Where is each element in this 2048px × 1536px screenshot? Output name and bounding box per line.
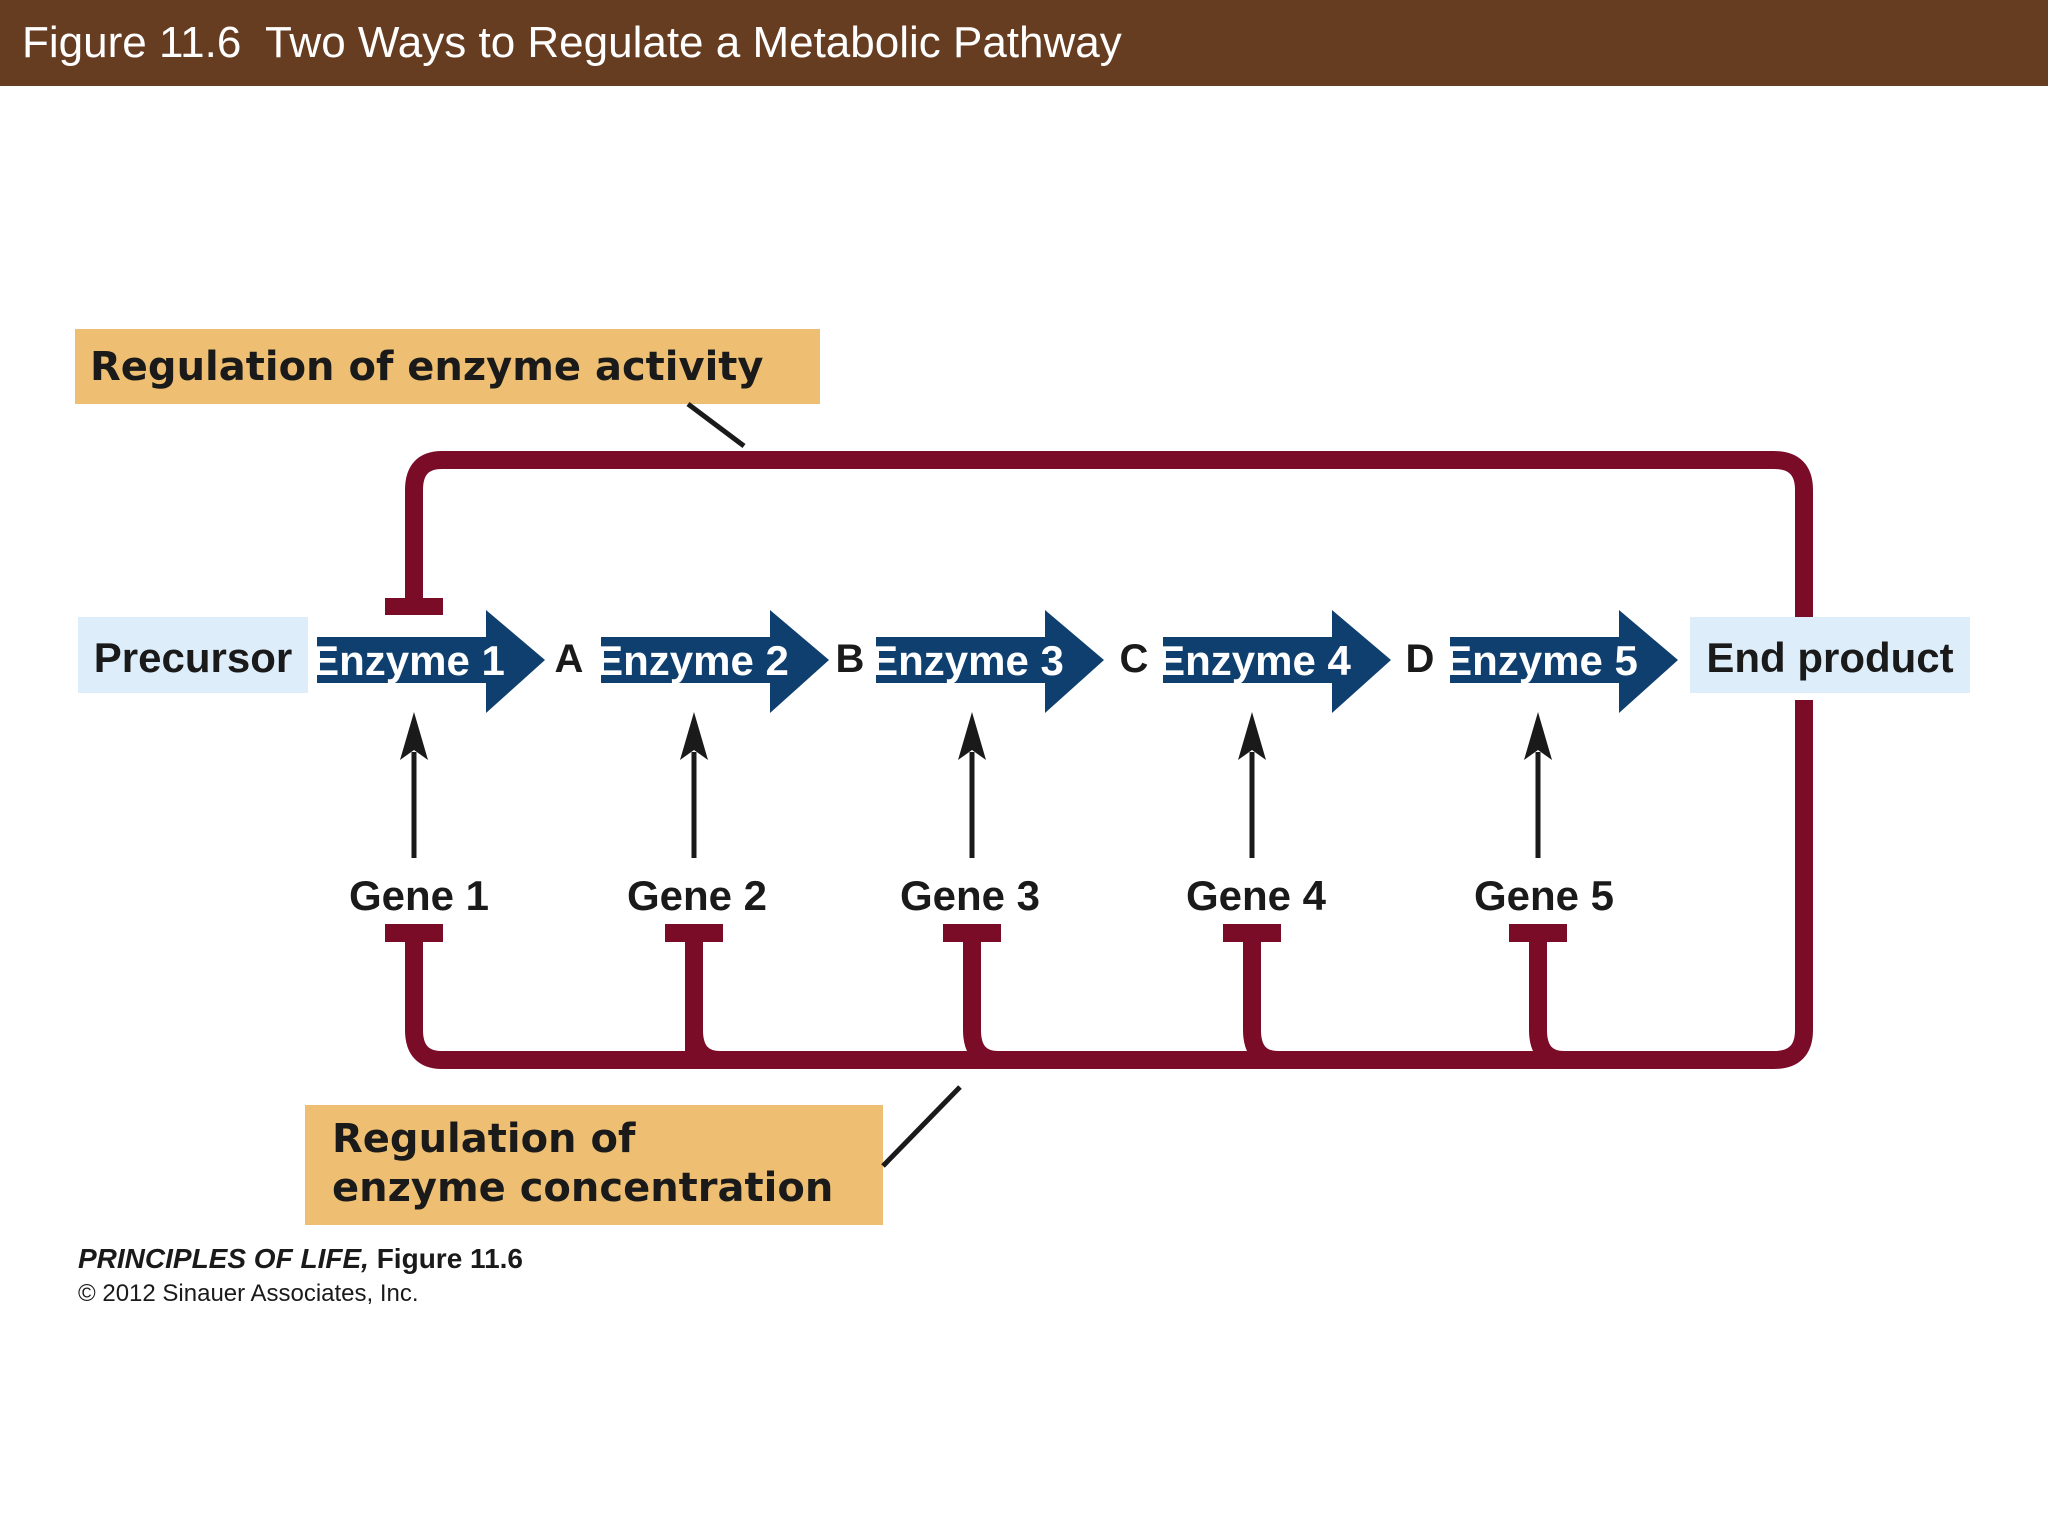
intermediate-c: C (1120, 637, 1149, 681)
gene-inhibitors (385, 924, 1567, 1069)
figure-credit: PRINCIPLES OF LIFE, Figure 11.6 (78, 1243, 523, 1275)
enzyme-1-label: Enzyme 1 (311, 637, 505, 684)
title-bar (0, 0, 2048, 86)
enzyme-2-arrow: Enzyme 2 (595, 610, 829, 713)
activity-label: Regulation of enzyme activity (90, 344, 763, 390)
enzyme-5-label: Enzyme 5 (1444, 637, 1638, 684)
book-title: PRINCIPLES OF LIFE, (78, 1243, 369, 1274)
gene-1-inhibition-bar (385, 924, 443, 942)
enzyme-3-arrow: Enzyme 3 (870, 610, 1104, 713)
enzyme-1-arrow: Enzyme 1 (311, 610, 545, 713)
activity-inhibition-bar (385, 598, 443, 615)
enzyme-2-label: Enzyme 2 (595, 637, 789, 684)
gene-5-label: Gene 5 (1474, 872, 1614, 919)
gene-2-label: Gene 2 (627, 872, 767, 919)
enzyme-5-arrow: Enzyme 5 (1444, 610, 1678, 713)
concentration-label-line2: enzyme concentration (332, 1165, 833, 1211)
gene-expression-arrows (400, 712, 1552, 858)
gene-5-inhibition-bar (1509, 924, 1567, 942)
gene-3-label: Gene 3 (900, 872, 1040, 919)
end-product-label: End product (1706, 634, 1953, 681)
gene-2-inhibition-bar (665, 924, 723, 942)
intermediate-b: B (836, 637, 865, 681)
precursor-box (78, 617, 308, 693)
precursor-label: Precursor (94, 634, 292, 681)
enzyme-4-label: Enzyme 4 (1157, 637, 1351, 684)
activity-feedback-path (405, 451, 1813, 660)
activity-label-box (75, 329, 820, 404)
figure-number: Figure 11.6 (368, 1243, 523, 1274)
concentration-label-line1: Regulation of (332, 1116, 636, 1162)
slide-title: Figure 11.6 Two Ways to Regulate a Metab… (22, 18, 1122, 67)
intermediate-d: D (1406, 637, 1435, 681)
intermediate-a: A (555, 637, 584, 681)
gene-3-inhibition-bar (943, 924, 1001, 942)
gene-1-label: Gene 1 (349, 872, 489, 919)
enzyme-3-label: Enzyme 3 (870, 637, 1064, 684)
copyright-notice: © 2012 Sinauer Associates, Inc. (78, 1280, 419, 1307)
activity-leader-line (686, 402, 746, 448)
enzyme-4-arrow: Enzyme 4 (1157, 610, 1391, 713)
gene-4-label: Gene 4 (1186, 872, 1327, 919)
concentration-feedback-path (405, 700, 1813, 1069)
concentration-label-box (305, 1105, 883, 1225)
concentration-leader-line (881, 1085, 962, 1168)
end-product-box (1690, 617, 1970, 693)
gene-4-inhibition-bar (1223, 924, 1281, 942)
